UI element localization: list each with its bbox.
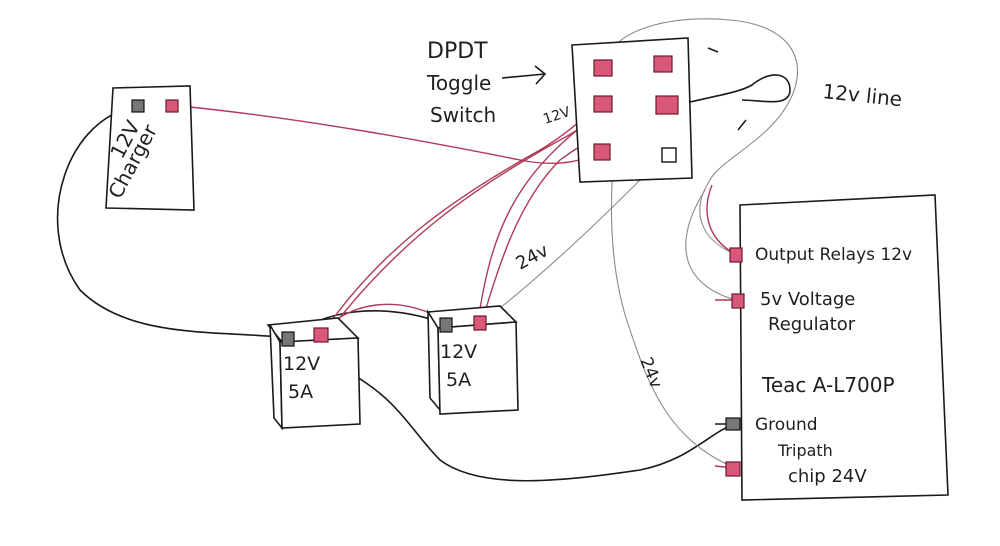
dpdt-tick-upper — [707, 47, 719, 53]
wire-switch-loop — [689, 74, 791, 103]
charger — [105, 85, 195, 211]
line-12v-label: 12v line — [821, 79, 903, 111]
amp-model-label: Teac A-L700P — [761, 373, 895, 397]
charger-terminal-positive — [165, 99, 179, 113]
dpdt-label-line3: Switch — [430, 103, 496, 127]
amplifier-body — [739, 194, 949, 501]
wire-charger-negative — [56, 106, 291, 339]
dpdt-tick-lower — [737, 119, 747, 131]
dpdt-label-line2: Toggle — [426, 71, 491, 95]
dpdt-arrow — [501, 65, 547, 85]
battery-2-terminal-negative — [439, 317, 453, 333]
wire-12v-line — [604, 18, 799, 255]
amp-tripath-label-line1: Tripath — [777, 441, 833, 460]
switch-12v-label: 12V — [541, 104, 572, 128]
battery-1-terminal-negative — [281, 331, 295, 347]
wires — [56, 18, 799, 482]
dpdt-terminal-mid-right — [655, 95, 679, 115]
dpdt-terminal-top-left — [593, 59, 613, 77]
wire-battery2-to-switch-b — [477, 119, 591, 323]
dpdt-label-line1: DPDT — [427, 39, 488, 64]
amp-regulator-label-line2: Regulator — [768, 314, 856, 335]
battery-1-terminal-positive — [313, 327, 329, 343]
battery-2-body — [437, 321, 519, 415]
charger-body — [105, 85, 195, 211]
amp-output-relays-label: Output Relays 12v — [755, 245, 912, 265]
dpdt-terminal-bottom-left — [593, 143, 611, 161]
wire-output-relays-red — [706, 184, 736, 255]
battery-1 — [266, 317, 361, 431]
amp-terminal-ground — [725, 417, 741, 431]
wire-charger-positive — [179, 105, 601, 165]
wire-24v-upper — [499, 179, 641, 309]
battery-1-label-line1: 12V — [283, 353, 320, 375]
battery-2-label-line2: 5A — [446, 369, 471, 391]
battery-2-label-line1: 12V — [440, 341, 477, 363]
dpdt-terminal-mid-left — [593, 95, 613, 113]
amplifier — [725, 194, 949, 501]
wire-regulator — [685, 189, 736, 301]
amp-ground-label: Ground — [755, 415, 818, 435]
dpdt-switch — [571, 37, 747, 183]
battery-2 — [426, 305, 519, 415]
dpdt-terminal-top-right — [653, 55, 673, 73]
amp-regulator-label-line1: 5v Voltage — [760, 289, 855, 310]
wire-battery1-to-switch-b — [329, 107, 603, 331]
battery-1-label-line2: 5A — [288, 381, 313, 403]
dpdt-terminal-bottom-right — [661, 147, 677, 163]
wire-ground-to-amp — [344, 369, 736, 482]
amp-tripath-label-line2: chip 24V — [788, 466, 867, 487]
amp-terminal-output-relays — [729, 247, 743, 263]
amp-terminal-tripath — [725, 461, 741, 477]
battery-2-terminal-positive — [473, 315, 487, 331]
wire-battery1-to-switch — [321, 103, 601, 335]
amp-terminal-regulator — [731, 293, 745, 309]
battery-1-body — [279, 337, 361, 429]
wire-24v-label-b: 24v — [635, 354, 665, 391]
charger-terminal-negative — [131, 99, 145, 113]
